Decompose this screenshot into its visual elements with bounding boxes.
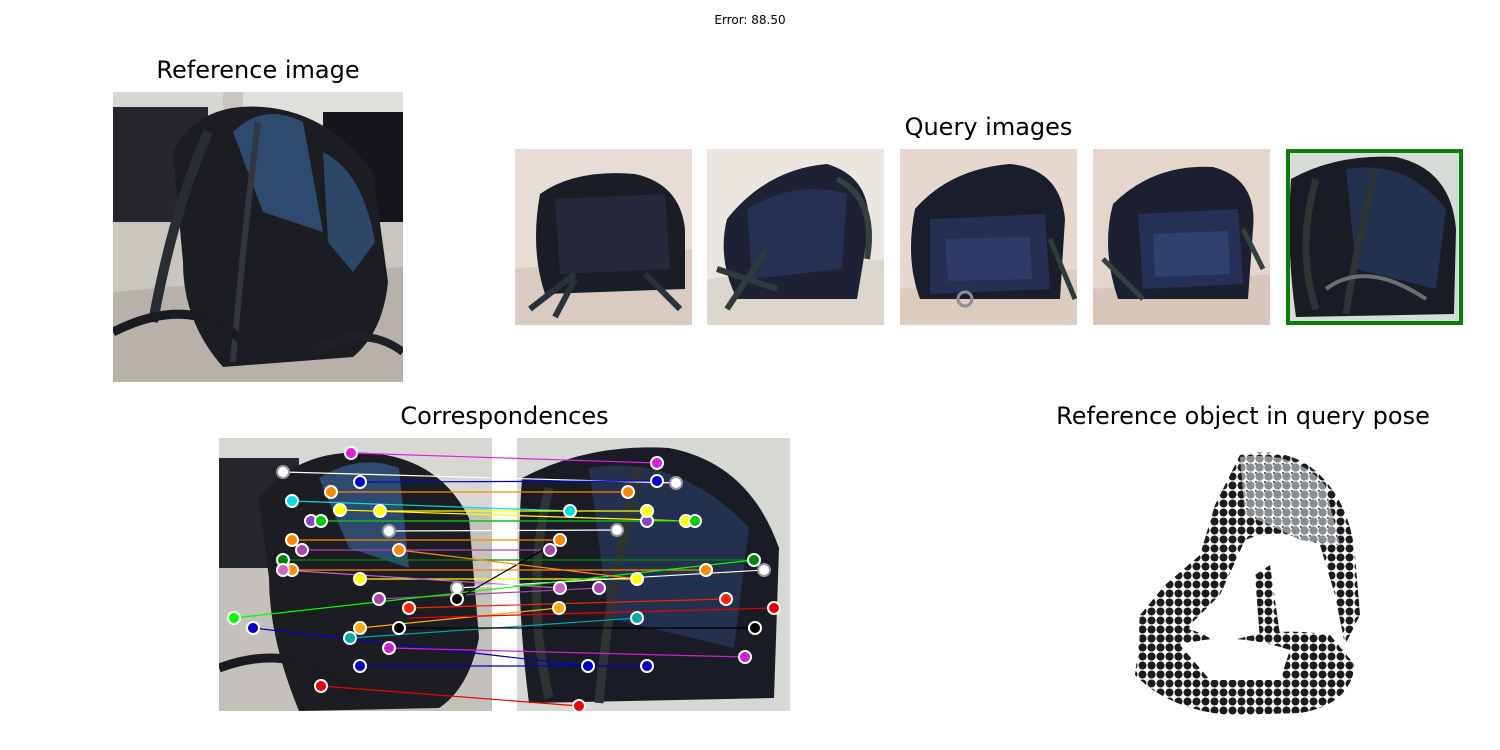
correspondences-title: Correspondences [400,402,609,430]
pose-render-title: Reference object in query pose [1056,402,1430,430]
query-image-5-selected[interactable] [1286,149,1463,325]
reference-image-title: Reference image [156,56,360,84]
pose-point-cloud [1120,445,1365,720]
query-image-1[interactable] [515,149,692,325]
query-image-4[interactable] [1093,149,1270,325]
error-label: Error: 88.50 [714,13,786,27]
reference-image [113,92,403,382]
query-image-3[interactable] [900,149,1077,325]
query-image-2[interactable] [707,149,884,325]
query-images-title: Query images [904,113,1073,141]
correspondences-image [219,438,790,711]
